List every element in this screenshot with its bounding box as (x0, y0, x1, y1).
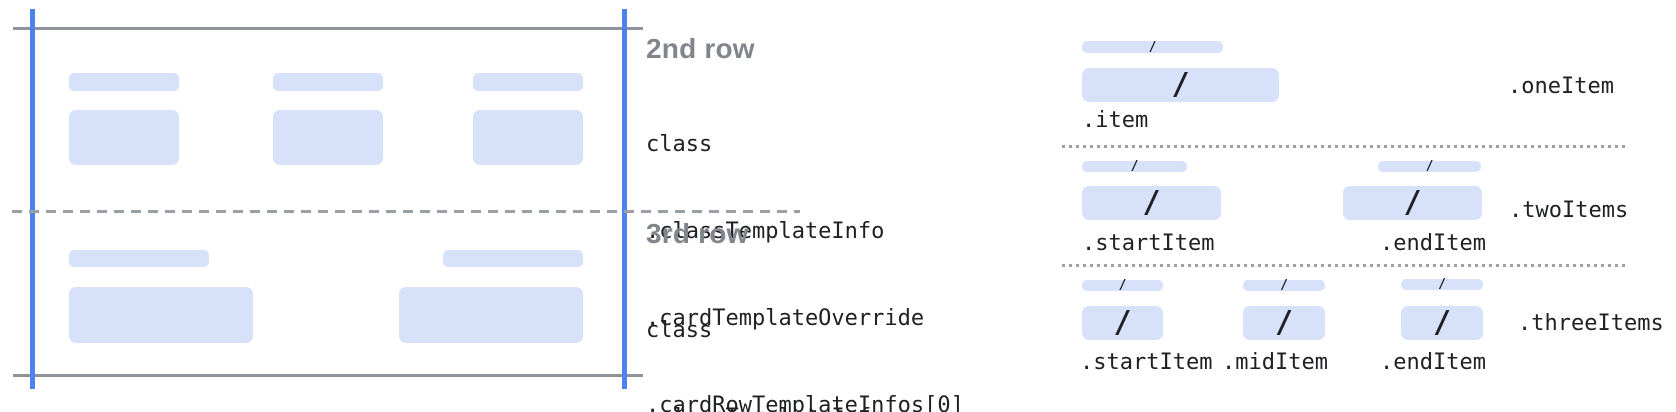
third-row-heading: 3rd row (646, 218, 749, 249)
twoitems-start-label-bar: / (1082, 159, 1187, 174)
startitem-field-label: .startItem (1080, 350, 1213, 375)
card-bottom-edge-line (13, 374, 643, 377)
slash-separator-icon: / (1403, 185, 1422, 220)
field-label-bar (443, 250, 583, 267)
field-value-bar (69, 110, 179, 165)
second-row-code-path: class .classTemplateInfo .cardTemplateOv… (646, 72, 964, 412)
threeitems-mid-value-bar: / (1243, 306, 1325, 340)
slash-separator-icon: / (1280, 278, 1288, 293)
oneitem-value-bar: / (1082, 68, 1279, 102)
threeitems-mid-label-bar: / (1243, 278, 1325, 293)
code-line: .classTemplateInfo (646, 403, 964, 412)
slash-separator-icon: / (1274, 305, 1294, 340)
slash-separator-icon: / (1171, 67, 1190, 102)
field-value-bar (69, 287, 253, 343)
threeitems-template-label: .threeItems (1518, 311, 1664, 336)
second-row-heading: 2nd row (646, 33, 755, 64)
code-line: class (646, 132, 713, 157)
item-field-label: .item (1082, 108, 1149, 133)
field-value-bar (399, 287, 583, 343)
twoitems-end-label-bar: / (1378, 159, 1481, 174)
template-divider-dotted-line (1062, 145, 1627, 148)
threeitems-end-label-bar: / (1401, 277, 1483, 292)
template-divider-dotted-line (1062, 264, 1627, 267)
code-line: .cardRowTemplateInfos[0] (646, 393, 964, 412)
slash-separator-icon: / (1118, 278, 1127, 293)
startitem-field-label: .startItem (1082, 231, 1215, 256)
field-label-bar (473, 73, 583, 91)
card-left-margin-line (30, 9, 35, 389)
row-divider-dashed-line (12, 210, 800, 213)
field-label-bar (69, 73, 179, 91)
twoitems-end-value-bar: / (1343, 186, 1482, 220)
enditem-field-label: .endItem (1380, 350, 1486, 375)
field-label-bar (273, 73, 383, 91)
oneitem-label-bar: / (1082, 39, 1223, 55)
slash-separator-icon: / (1130, 159, 1139, 174)
field-label-bar (69, 250, 209, 267)
oneitem-template-label: .oneItem (1508, 74, 1614, 99)
field-value-bar (473, 110, 583, 165)
slash-separator-icon: / (1432, 305, 1452, 340)
enditem-field-label: .endItem (1380, 231, 1486, 256)
slash-separator-icon: / (1113, 305, 1132, 340)
slash-separator-icon: / (1438, 277, 1446, 292)
twoitems-start-value-bar: / (1082, 186, 1221, 220)
card-right-margin-line (622, 9, 627, 389)
slash-separator-icon: / (1148, 39, 1157, 55)
twoitems-template-label: .twoItems (1509, 198, 1629, 223)
slash-separator-icon: / (1142, 185, 1161, 220)
threeitems-start-label-bar: / (1082, 278, 1163, 293)
third-row-code-path: class .classTemplateInfo .cardTemplateOv… (646, 258, 964, 412)
threeitems-end-value-bar: / (1401, 306, 1483, 340)
threeitems-start-value-bar: / (1082, 306, 1163, 340)
code-line: .classTemplateInfo (646, 219, 885, 244)
code-line: class (646, 318, 713, 343)
miditem-field-label: .midItem (1222, 350, 1328, 375)
slash-separator-icon: / (1425, 159, 1434, 174)
card-top-edge-line (13, 27, 643, 30)
code-line: .cardTemplateOverride (646, 306, 925, 331)
field-value-bar (273, 110, 383, 165)
